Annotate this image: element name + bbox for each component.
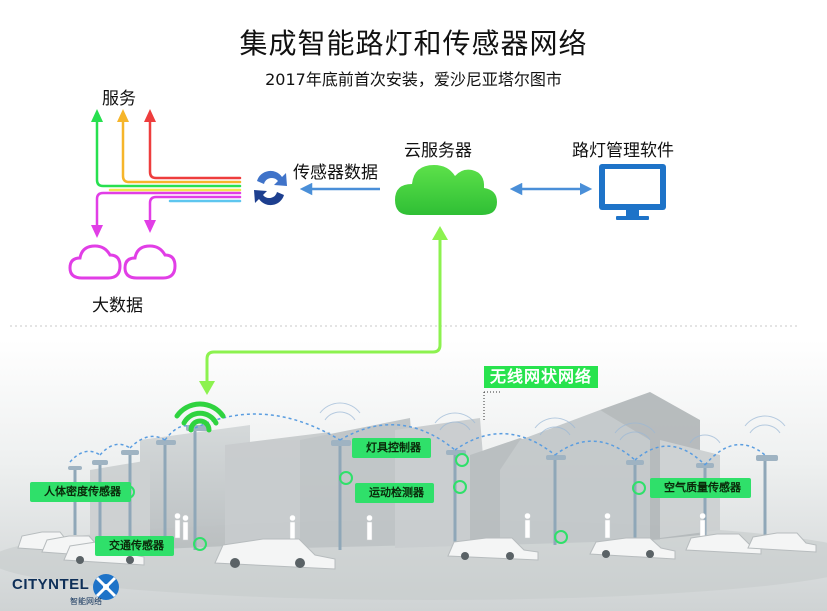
wireless-mesh-label: 无线网状网络 — [484, 366, 599, 388]
page-title: 集成智能路灯和传感器网络 — [239, 27, 588, 60]
big-data-label: 大数据 — [92, 296, 143, 316]
mesh-links — [69, 413, 766, 466]
cityntel-logo-icon — [93, 574, 119, 600]
data-flow-lines — [95, 118, 242, 229]
traffic-sensor-tag: 交通传感器 — [95, 536, 174, 556]
cars — [17, 531, 817, 570]
lamp-software-label: 路灯管理软件 — [572, 141, 674, 161]
lamp-controller-tag: 灯具控制器 — [352, 438, 431, 458]
logo-name: CITYNTEL — [12, 576, 90, 593]
big-data-cloud-icon — [68, 244, 177, 280]
sync-icon — [254, 170, 287, 206]
wifi-icon — [174, 401, 226, 433]
presence-sensor-tag: 人体密度传感器 — [30, 482, 131, 502]
monitor-icon — [599, 164, 666, 220]
motion-detector-tag: 运动检测器 — [355, 483, 434, 503]
page-subtitle: 2017年底前首次安装，爱沙尼亚塔尔图市 — [265, 70, 562, 89]
cloud-server-icon — [395, 165, 497, 215]
logo-tagline: 智能网络 — [70, 597, 102, 606]
services-label: 服务 — [102, 89, 136, 109]
uplink-arrow — [205, 232, 442, 386]
cloud-server-label: 云服务器 — [404, 141, 472, 161]
air-quality-sensor-tag: 空气质量传感器 — [650, 478, 751, 498]
sensor-data-label: 传感器数据 — [293, 163, 378, 183]
